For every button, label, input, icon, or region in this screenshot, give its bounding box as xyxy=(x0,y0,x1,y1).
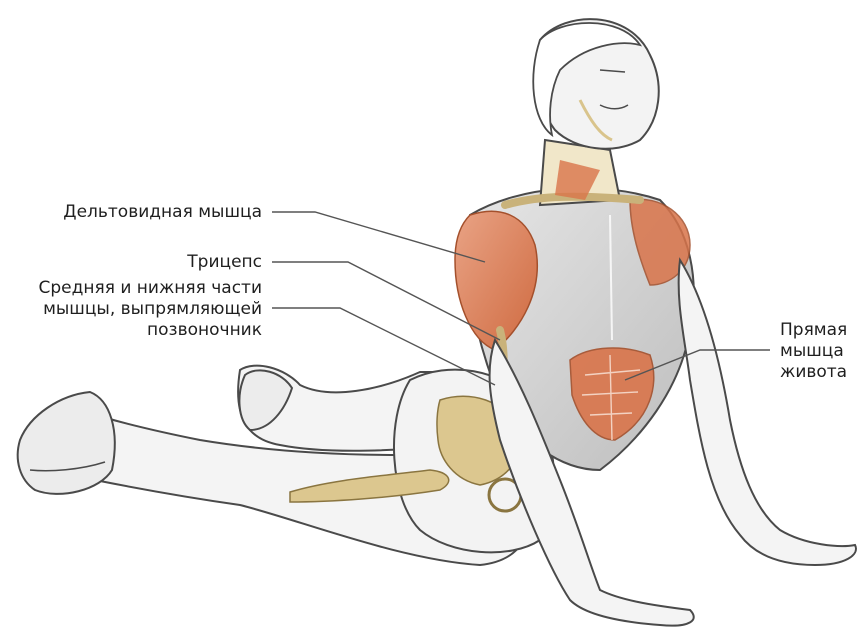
label-deltoid-line-1: Дельтовидная мышца xyxy=(63,202,262,223)
label-rectus: Прямая мышца живота xyxy=(780,320,847,383)
right-arm xyxy=(679,260,856,565)
label-rectus-line-1: Прямая xyxy=(780,320,847,341)
label-triceps: Трицепс xyxy=(187,252,262,273)
label-erector: Средняя и нижняя части мышцы, выпрямляющ… xyxy=(38,278,262,341)
label-erector-line-3: позвоночник xyxy=(38,320,262,341)
label-erector-line-1: Средняя и нижняя части xyxy=(38,278,262,299)
label-rectus-line-3: живота xyxy=(780,362,847,383)
front-shoe xyxy=(18,392,115,494)
label-erector-line-2: мышцы, выпрямляющей xyxy=(38,299,262,320)
label-triceps-line-1: Трицепс xyxy=(187,252,262,273)
head xyxy=(533,19,658,149)
leader-deltoid xyxy=(272,212,485,262)
label-rectus-line-2: мышца xyxy=(780,341,847,362)
label-deltoid: Дельтовидная мышца xyxy=(63,202,262,223)
